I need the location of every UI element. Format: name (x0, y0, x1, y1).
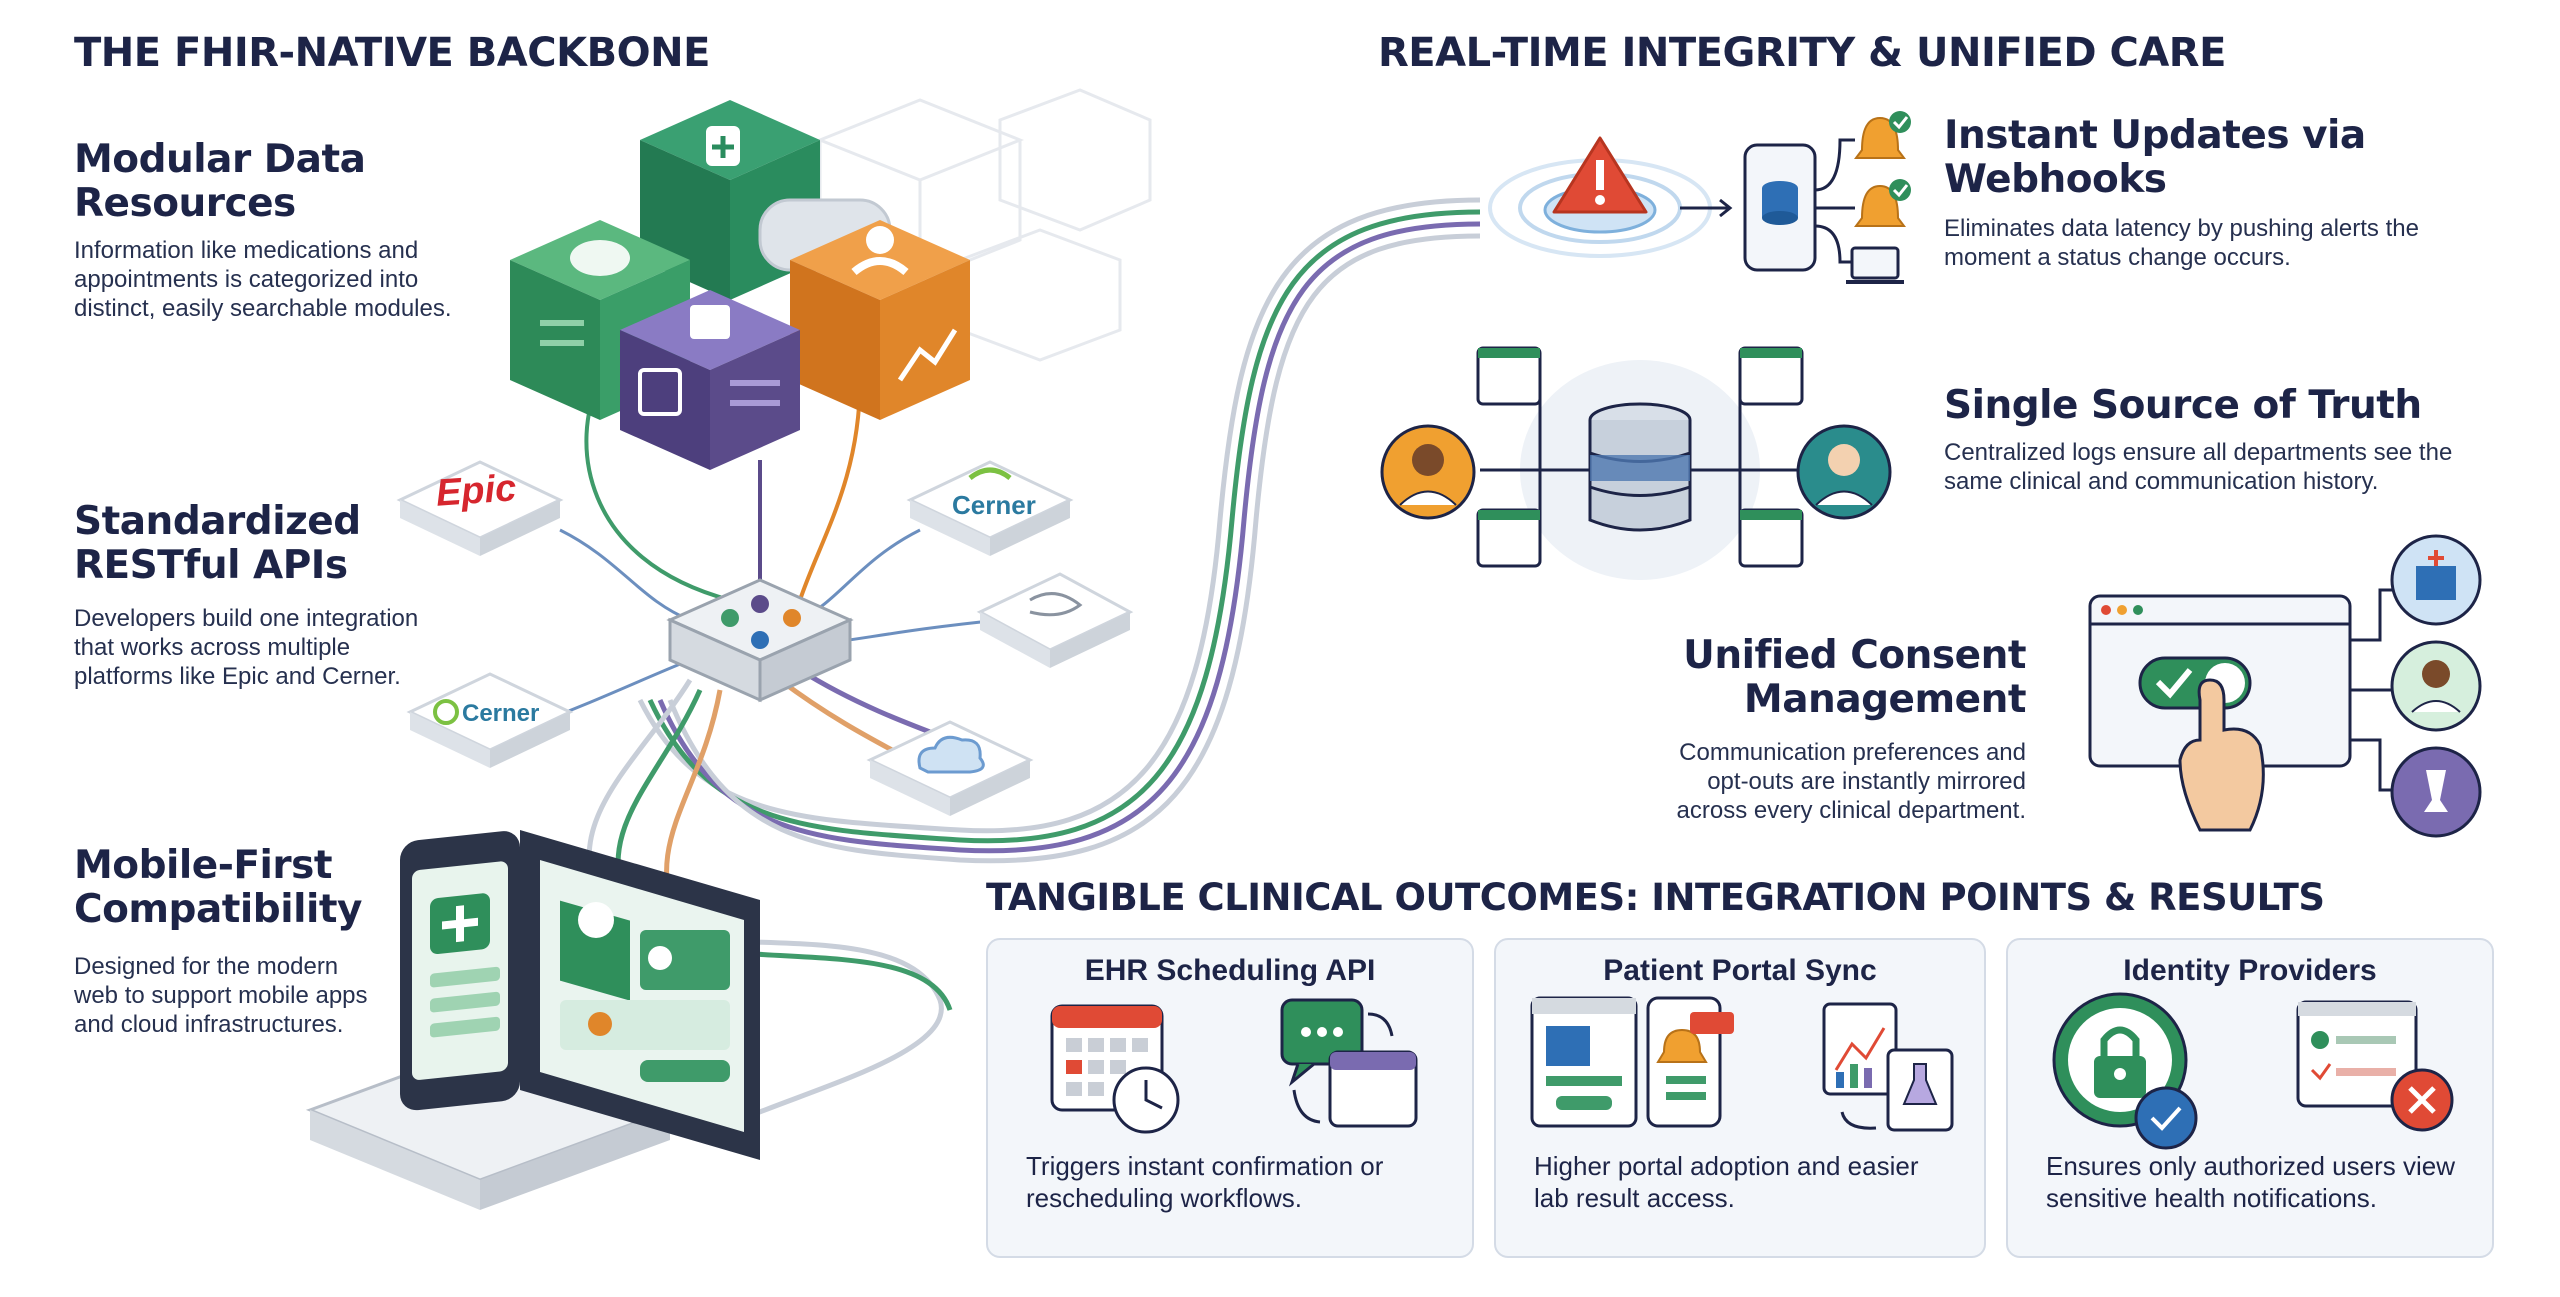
cerner-logo-tile-bottom (406, 672, 574, 768)
feature-body-restful-apis: Developers build one integration that wo… (74, 605, 419, 690)
left-section-title: THE FHIR-NATIVE BACKBONE (74, 30, 710, 76)
outcome-card-body-scheduling: Triggers instant confirmation or resched… (1026, 1151, 1384, 1213)
feature-title-mobile-first: Mobile-First Compatibility (74, 843, 362, 932)
feature-title-webhooks: Instant Updates via Webhooks (1944, 113, 2366, 202)
feature-title-restful-apis: Standardized RESTful APIs (74, 499, 361, 588)
epic-logo-tile (396, 460, 564, 556)
identity-icons (2052, 992, 2454, 1150)
outcome-card-body-identity: Ensures only authorized users view sensi… (2046, 1151, 2455, 1213)
scheduling-icons (1050, 998, 1418, 1134)
outcomes-title: TANGIBLE CLINICAL OUTCOMES: INTEGRATION … (986, 876, 2325, 919)
user-cube (790, 220, 970, 420)
calendar-clock-icon (1050, 1004, 1180, 1134)
outcome-card-title-scheduling: EHR Scheduling API (1084, 954, 1376, 987)
epic-logo: Epic (434, 467, 518, 515)
feature-body-modular-data: Information like medications and appoint… (74, 237, 452, 322)
calendar-cube (620, 290, 800, 470)
feature-title-consent: Unified Consent Management (1683, 633, 2026, 722)
outcome-card-scheduling: EHR Scheduling API Triggers instant conf… (986, 938, 1474, 1258)
phone-bell-icon (1646, 996, 1734, 1128)
mobile-devices (305, 830, 760, 1210)
alert-ripple (1488, 136, 1733, 258)
lab-report-icon (1822, 1002, 1954, 1132)
checklist-reject-icon (2296, 1000, 2454, 1132)
portal-screen-icon (1530, 996, 1638, 1128)
feature-body-mobile-first: Designed for the modern web to support m… (74, 953, 368, 1038)
single-source-illustration (1380, 346, 1892, 580)
chat-calendar-icon (1280, 998, 1418, 1128)
feature-title-modular-data: Modular Data Resources (74, 137, 366, 226)
outcome-card-portal: Patient Portal Sync Higher portal adopti… (1494, 938, 1986, 1258)
consent-illustration (2088, 534, 2482, 838)
cerner-logo-top: Cerner (952, 490, 1036, 520)
outcome-card-title-identity: Identity Providers (2123, 954, 2377, 987)
api-hub (666, 578, 854, 703)
cerner-logo-bottom: Cerner (462, 700, 540, 727)
generic-logo-tile (976, 572, 1134, 668)
outcome-card-identity: Identity Providers Ensures only authoriz… (2006, 938, 2494, 1258)
feature-body-consent: Communication preferences and opt-outs a… (1676, 739, 2026, 824)
right-section-title: REAL-TIME INTEGRITY & UNIFIED CARE (1378, 30, 2226, 76)
padlock-badge-icon (2052, 992, 2198, 1150)
feature-body-single-source: Centralized logs ensure all departments … (1944, 439, 2453, 495)
feature-body-webhooks: Eliminates data latency by pushing alert… (1944, 215, 2419, 271)
feature-title-single-source: Single Source of Truth (1944, 383, 2422, 428)
outcome-card-body-portal: Higher portal adoption and easier lab re… (1534, 1151, 1919, 1213)
cerner-logo-tile-top (906, 460, 1074, 556)
webhook-device (1743, 111, 1911, 284)
portal-icons (1530, 996, 1954, 1132)
outcome-card-title-portal: Patient Portal Sync (1603, 954, 1877, 987)
cloud-tile (866, 720, 1034, 816)
